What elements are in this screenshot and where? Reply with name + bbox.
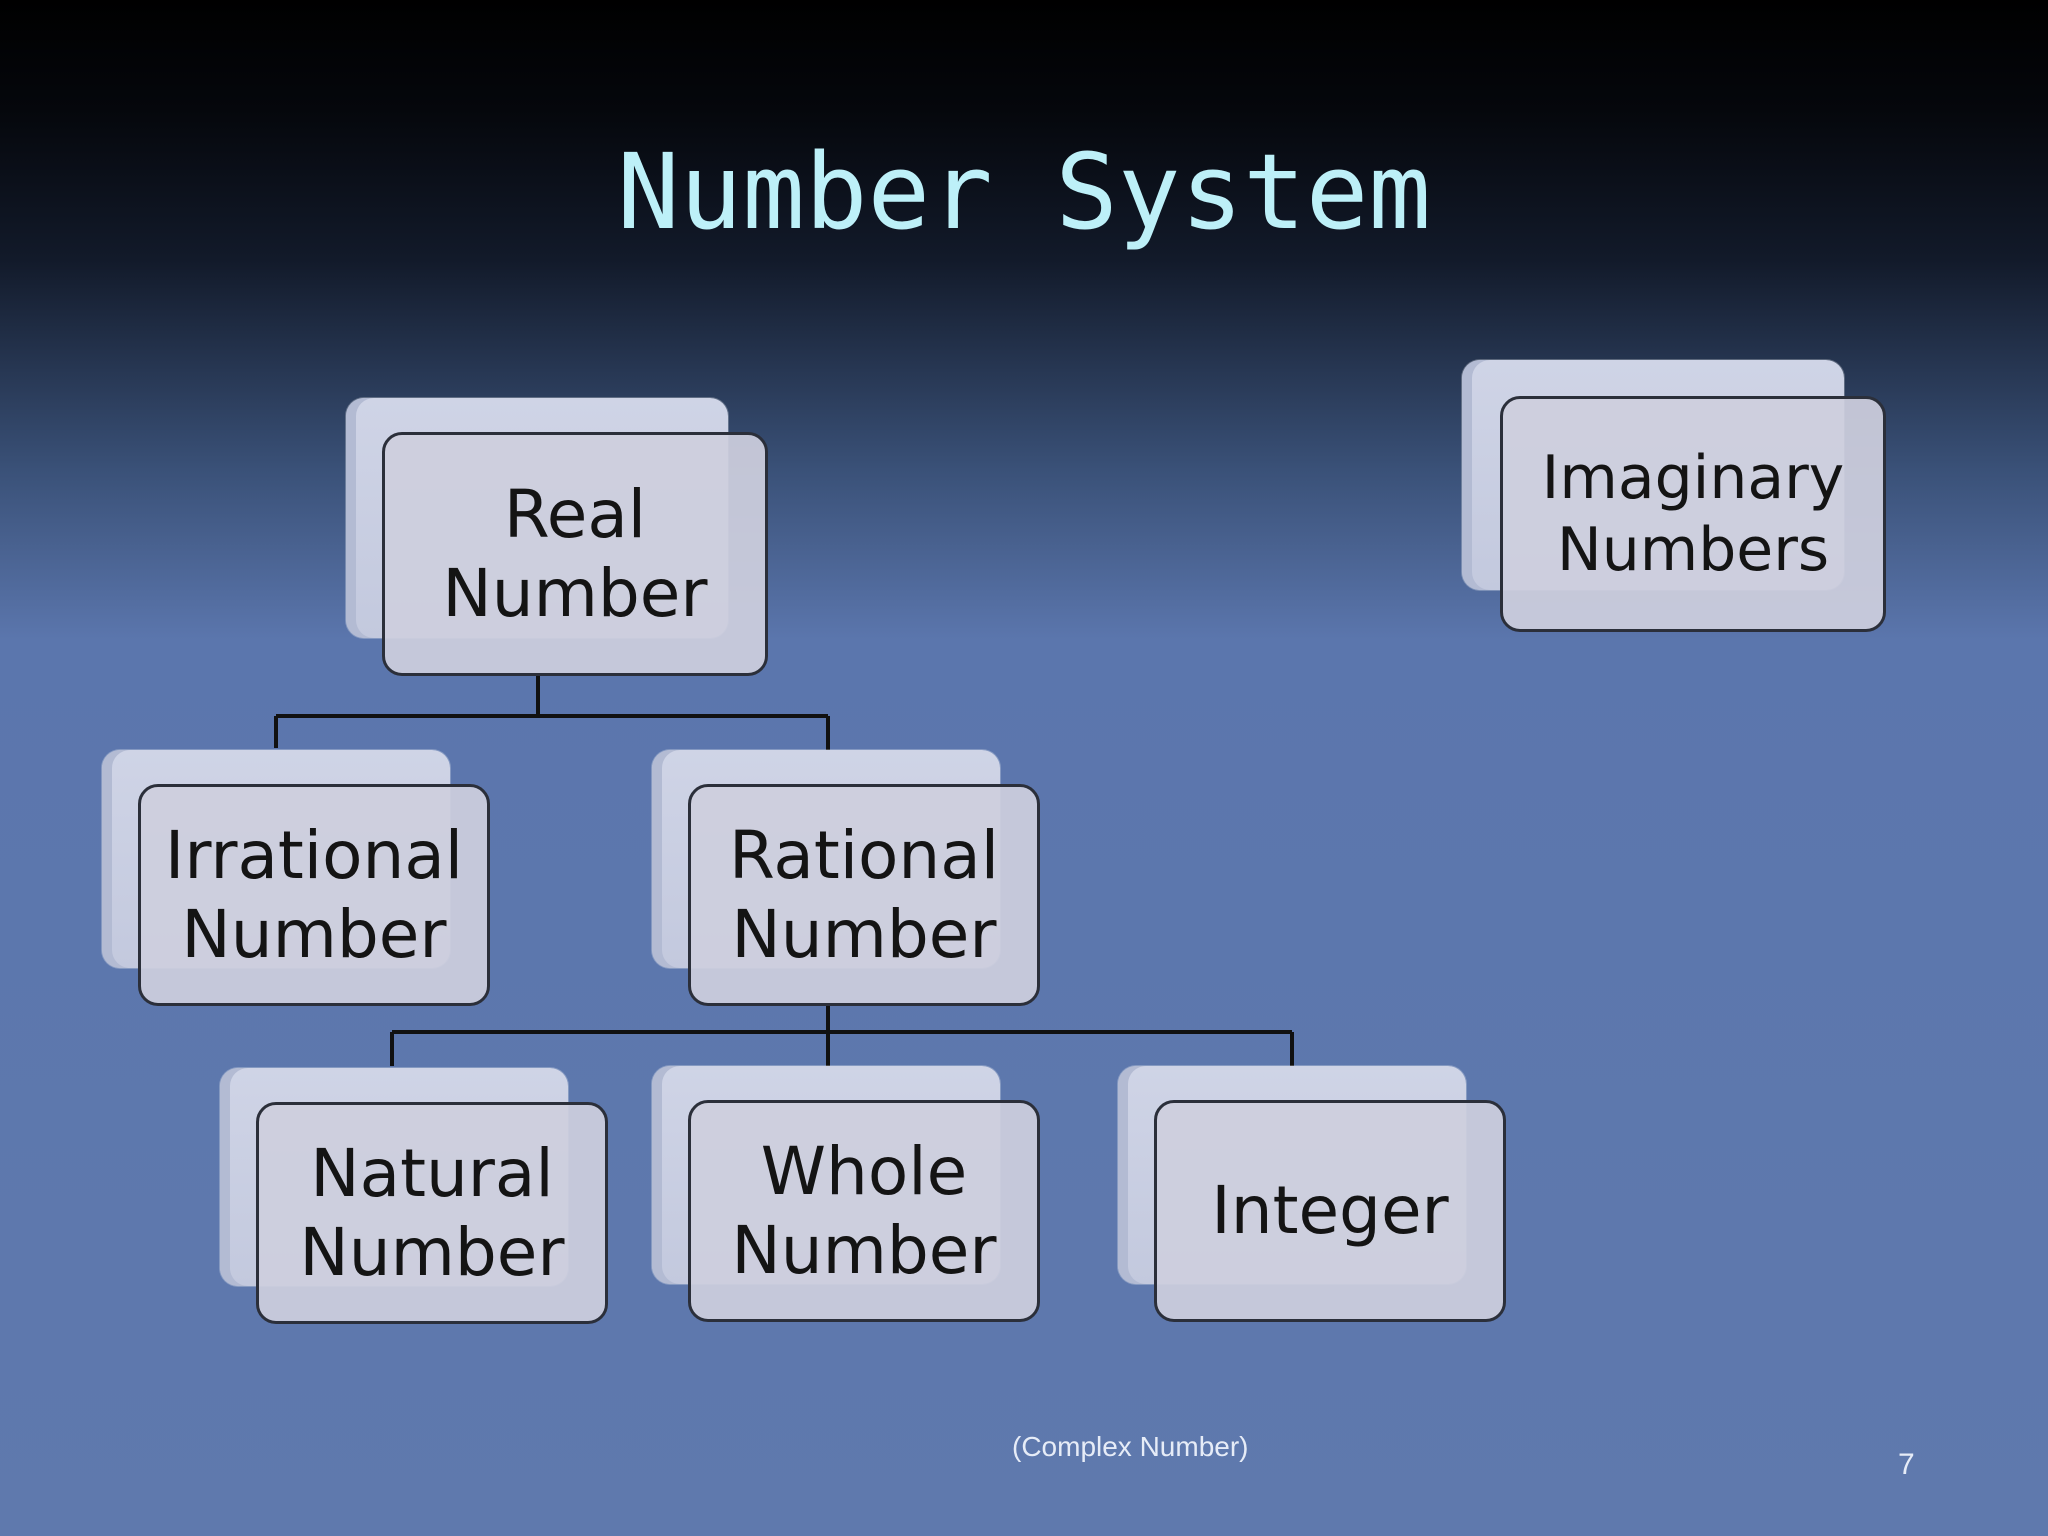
connector-real-children (274, 676, 830, 784)
slide-title: Number System (617, 131, 1431, 253)
footer-caption: (Complex Number) (1012, 1431, 1249, 1462)
node-label: Whole Number (731, 1132, 997, 1289)
node-card: Rational Number (688, 784, 1040, 1006)
node-card: Natural Number (256, 1102, 608, 1324)
node-label: Natural Number (299, 1134, 565, 1291)
node-card: Real Number (382, 432, 768, 676)
node-label: Rational Number (728, 816, 1000, 973)
page-number: 7 (1898, 1448, 1915, 1481)
node-card: Integer (1154, 1100, 1506, 1322)
node-label: Irrational Number (164, 816, 464, 973)
node-card: Irrational Number (138, 784, 490, 1006)
node-label: Real Number (442, 475, 708, 632)
connector-rational-children (390, 1006, 1294, 1102)
node-card: Imaginary Numbers (1500, 396, 1886, 632)
node-label: Imaginary Numbers (1541, 443, 1845, 585)
node-card: Whole Number (688, 1100, 1040, 1322)
node-label: Integer (1211, 1172, 1449, 1250)
